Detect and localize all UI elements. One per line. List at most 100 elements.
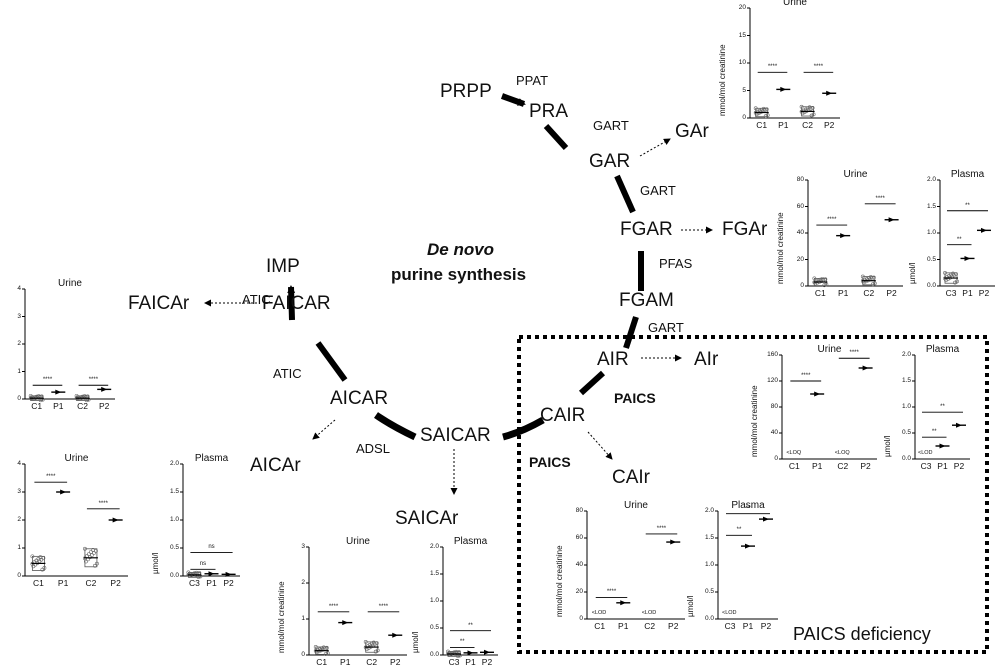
patient-point — [392, 632, 399, 638]
plot-title: Urine — [843, 169, 868, 180]
patient-point — [745, 543, 751, 549]
enzyme-pfas: PFAS — [659, 256, 693, 271]
control-point — [868, 275, 873, 279]
x-tick-label: C3 — [920, 461, 932, 471]
y-tick-label: 120 — [767, 377, 778, 384]
significance-label: ns — [199, 561, 207, 568]
control-point — [321, 645, 326, 650]
control-point — [755, 109, 760, 114]
control-point — [809, 113, 814, 118]
significance-label: **** — [849, 350, 859, 357]
y-tick-label: 40 — [796, 229, 804, 236]
y-tick-label: 0.5 — [926, 255, 936, 263]
x-tick-label: C2 — [644, 621, 656, 631]
y-tick-label: 1.0 — [169, 516, 179, 523]
control-point — [323, 652, 328, 656]
y-tick-label: 0.5 — [169, 544, 179, 551]
patient-point — [208, 571, 215, 577]
enzyme-gart-2: GART — [640, 183, 676, 198]
control-point — [945, 275, 949, 280]
significance-label: **** — [875, 195, 885, 202]
control-point — [814, 279, 819, 284]
y-tick-label: 1.0 — [704, 561, 714, 568]
y-tick-label: 40 — [575, 561, 583, 568]
y-tick-label: 0 — [742, 114, 746, 121]
x-tick-label: P2 — [823, 120, 835, 130]
control-point — [28, 393, 33, 398]
control-point — [369, 641, 374, 646]
control-point — [820, 276, 825, 281]
control-point — [955, 279, 959, 284]
y-tick-label: 20 — [738, 4, 746, 11]
patient-point — [670, 539, 677, 545]
y-axis-label: µmol/l — [686, 595, 695, 618]
x-tick-label: C2 — [366, 657, 378, 667]
plot-title: Urine — [64, 453, 89, 464]
y-tick-label: 0 — [301, 651, 305, 658]
metabolite-fgar-r: FGAr — [722, 219, 768, 240]
plot-title: Plasma — [950, 169, 985, 180]
metabolite-prpp: PRPP — [440, 81, 492, 102]
patient-point — [60, 489, 67, 495]
dotted-arrow-gar-gar-r — [639, 138, 671, 157]
metabolite-air: AIR — [597, 349, 629, 370]
y-tick-label: 0.0 — [169, 572, 179, 579]
metabolite-pra: PRA — [529, 101, 569, 122]
x-tick-label: P2 — [978, 288, 990, 298]
patient-point — [112, 517, 119, 523]
bar-aicar-faicar — [315, 341, 348, 382]
y-tick-label: 40 — [770, 429, 778, 436]
x-tick-label: P2 — [98, 401, 110, 411]
control-point — [870, 282, 875, 287]
control-point — [811, 112, 816, 117]
y-tick-label: 80 — [575, 507, 583, 514]
patient-point — [981, 227, 987, 233]
plot-title: Plasma — [453, 536, 488, 547]
significance-label: **** — [813, 64, 824, 71]
y-tick-label: 1 — [17, 367, 21, 375]
plot-title: Urine — [346, 536, 370, 547]
y-tick-label: 0.0 — [704, 615, 714, 622]
significance-label: **** — [88, 377, 99, 384]
control-point — [953, 280, 957, 285]
patient-point — [467, 650, 474, 656]
control-point — [325, 651, 330, 655]
patient-point — [862, 365, 869, 371]
plot-title: Plasma — [925, 344, 960, 355]
significance-label: ** — [459, 639, 465, 646]
x-tick-label: P1 — [618, 621, 629, 631]
significance-label: **** — [378, 603, 389, 610]
control-point — [74, 393, 79, 398]
metabolite-cair-r: CAIr — [612, 467, 650, 488]
x-tick-label: C1 — [316, 657, 328, 667]
significance-label: ** — [468, 622, 473, 629]
control-point — [371, 640, 376, 645]
control-point — [949, 272, 953, 277]
x-tick-label: P1 — [811, 461, 823, 471]
significance-label: **** — [98, 500, 108, 507]
significance-label: **** — [606, 589, 617, 596]
significance-label: ** — [940, 404, 945, 411]
y-tick-label: 80 — [796, 176, 804, 183]
patient-point — [814, 391, 821, 397]
control-point — [866, 276, 871, 280]
enzyme-atic-2: ATIC — [273, 366, 302, 381]
metabolite-saicar: SAICAR — [420, 425, 491, 446]
control-point — [446, 649, 450, 654]
metabolite-fgam: FGAM — [619, 290, 674, 311]
patient-point — [840, 233, 847, 239]
y-tick-label: 2 — [301, 579, 305, 586]
metabolite-aicar: AICAR — [330, 388, 389, 409]
control-point — [30, 554, 35, 559]
enzyme-paics-2: PAICS — [529, 454, 571, 470]
y-tick-label: 1 — [301, 615, 305, 622]
y-tick-label: 5 — [742, 86, 746, 94]
x-tick-label: P2 — [668, 621, 679, 631]
